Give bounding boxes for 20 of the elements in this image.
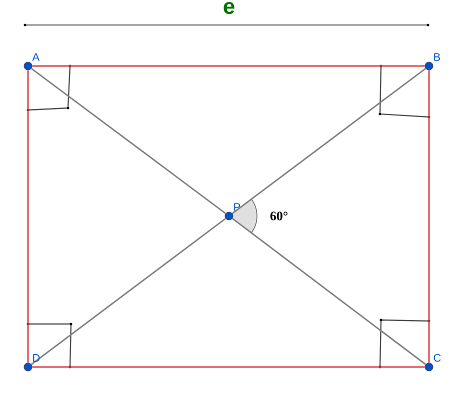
line-segment (31, 218, 226, 365)
line-segment (428, 70, 430, 363)
point-label: D (33, 354, 40, 362)
line-segment (232, 68, 426, 214)
point (224, 212, 234, 220)
point (424, 362, 434, 372)
point (24, 62, 32, 70)
point (24, 362, 32, 372)
point-label: A (32, 53, 40, 61)
point-label: B (434, 53, 440, 61)
line-segment (32, 65, 425, 67)
point-label: C (434, 354, 441, 362)
angle-label: 60° (270, 212, 288, 220)
point (424, 62, 434, 70)
dimension-label: e (224, 2, 234, 14)
point-label: P (234, 203, 240, 211)
line-segment (31, 68, 226, 214)
line-segment (27, 70, 29, 363)
line-segment (232, 218, 426, 365)
line-segment (32, 366, 425, 368)
